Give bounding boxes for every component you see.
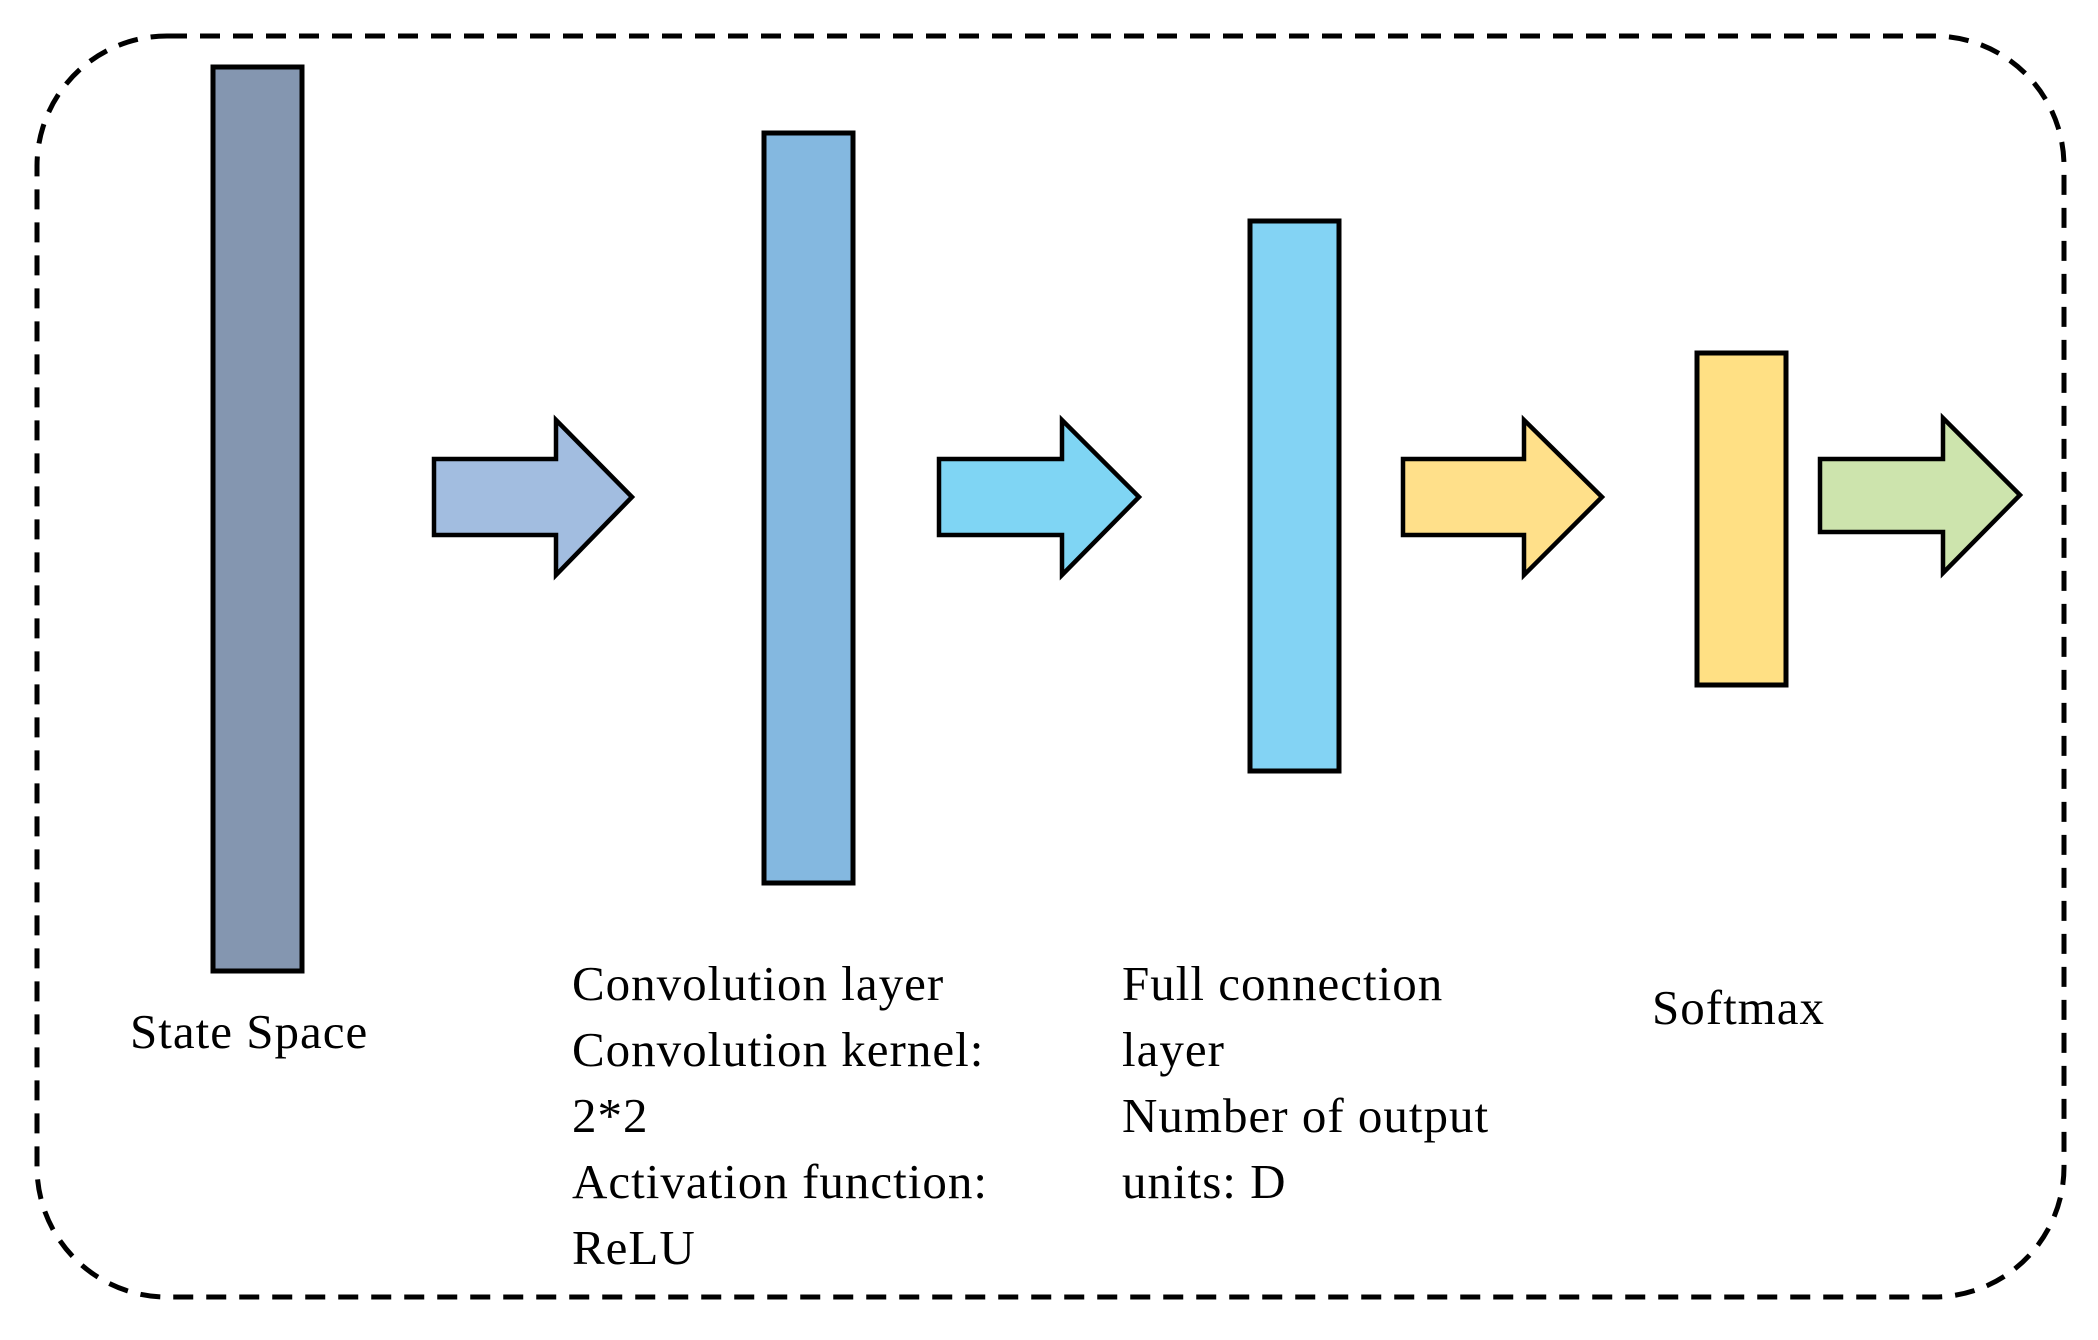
arrow-right-icon	[1400, 414, 1606, 581]
softmax-block	[1694, 350, 1789, 688]
convolution-layer-block	[761, 130, 856, 886]
state-space-block	[210, 64, 305, 974]
convolution-layer-label: Convolution layer Convolution kernel: 2*…	[572, 956, 1001, 1275]
arrow-right-icon	[936, 414, 1143, 581]
dashed-frame	[34, 33, 2067, 1300]
full-connection-layer-label: Full connection layer Number of output u…	[1122, 956, 1502, 1209]
arrow-right-icon	[1817, 412, 2024, 579]
full-connection-layer-block	[1247, 218, 1342, 774]
softmax-label: Softmax	[1652, 980, 1825, 1035]
arrow-right-icon	[431, 414, 636, 581]
state-space-label: State Space	[130, 1004, 368, 1059]
